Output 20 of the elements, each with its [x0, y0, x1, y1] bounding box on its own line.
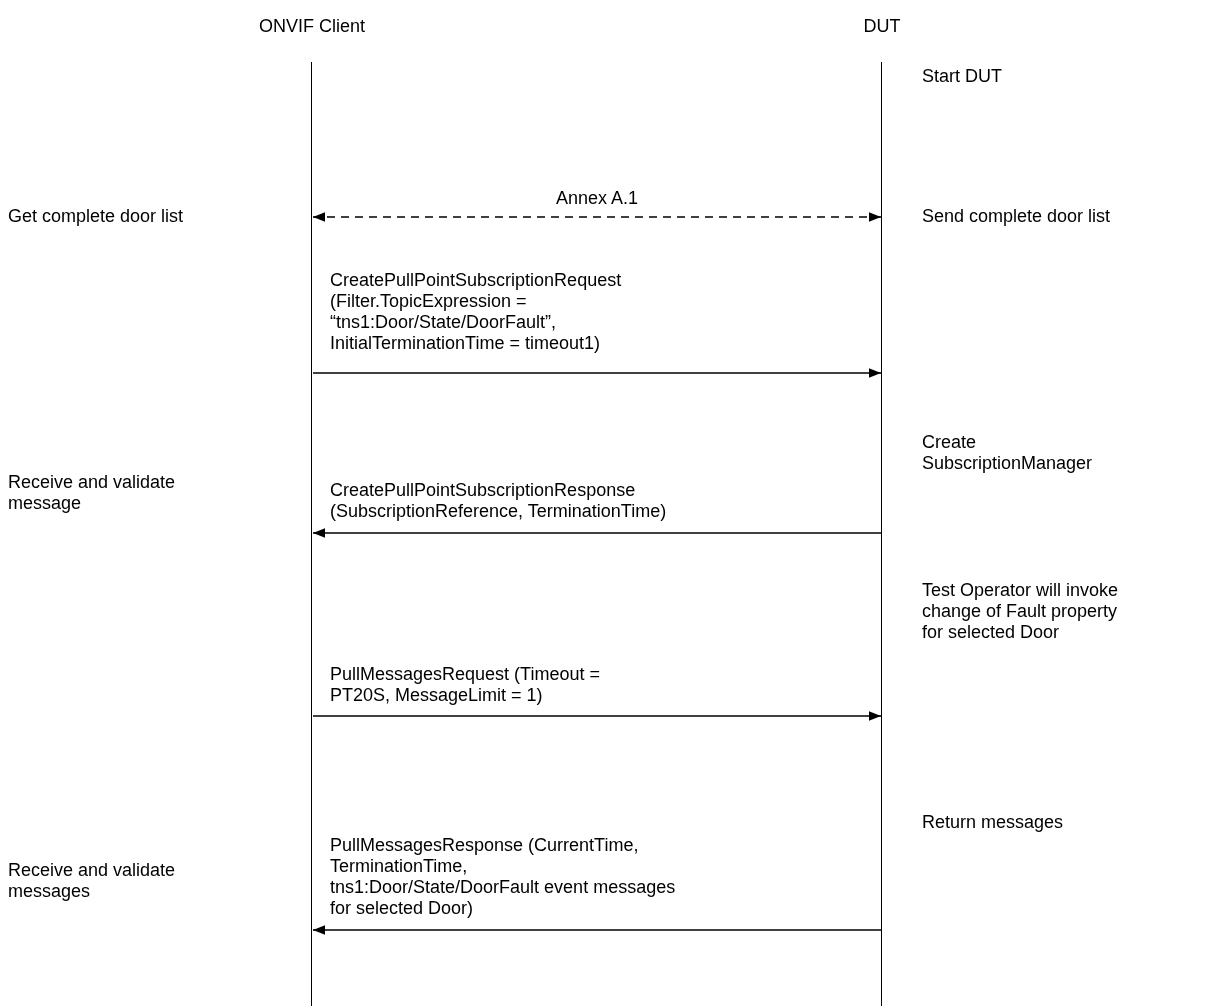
message-arrow	[312, 212, 882, 222]
side-note: Get complete door list	[8, 206, 185, 227]
message-arrow	[312, 368, 882, 378]
side-note: Return messages	[922, 812, 1065, 833]
message-arrow	[312, 925, 882, 935]
side-note: Receive and validate message	[8, 472, 177, 514]
message-label: CreatePullPointSubscriptionResponse (SubscriptionReference, TerminationTime)	[330, 480, 668, 522]
side-note: Send complete door list	[922, 206, 1112, 227]
message-label: PullMessagesResponse (CurrentTime, TerminationTime, tns1:Door/State/DoorFault event messages for selected Door)	[330, 835, 677, 919]
side-note: Start DUT	[922, 66, 1003, 87]
message-label: CreatePullPointSubscriptionRequest (Filter.TopicExpression = “tns1:Door/State/DoorFault”, InitialTerminationTime = timeout1)	[330, 270, 623, 354]
message-arrow	[312, 528, 882, 538]
side-note: Receive and validate messages	[8, 860, 177, 902]
side-note: Create SubscriptionManager	[922, 432, 1094, 474]
message-arrow	[312, 711, 882, 721]
message-label: Annex A.1	[554, 188, 640, 209]
message-label: PullMessagesRequest (Timeout = PT20S, MessageLimit = 1)	[330, 664, 601, 706]
lifeline-header: DUT	[862, 16, 902, 37]
lifeline-header: ONVIF Client	[258, 16, 366, 37]
side-note: Test Operator will invoke change of Fault property for selected Door	[922, 580, 1120, 643]
